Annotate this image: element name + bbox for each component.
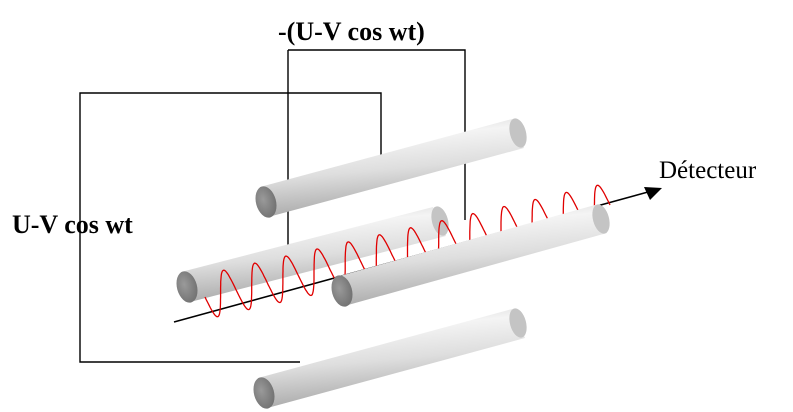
wire-side-pair: [79, 92, 382, 363]
detector-label: Détecteur: [659, 157, 757, 184]
top-voltage-label: -(U-V cos wt): [278, 17, 425, 46]
rod-bottom: [253, 308, 527, 409]
left-voltage-label: U-V cos wt: [12, 210, 133, 239]
rod-top: [255, 118, 527, 218]
ion-trajectory-wave: [204, 184, 611, 318]
rod-middle-left: [176, 206, 449, 303]
rod-middle-right: [331, 204, 610, 307]
